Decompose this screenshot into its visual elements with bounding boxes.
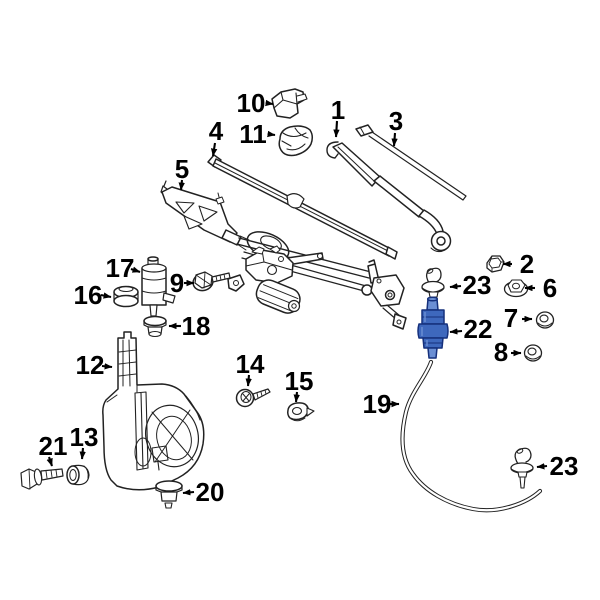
callout-label-20: 20 bbox=[196, 477, 225, 507]
callout-label-5: 5 bbox=[175, 154, 189, 184]
callout-label-13: 13 bbox=[70, 422, 99, 452]
washer-nozzle-bottom bbox=[510, 447, 534, 489]
wiper-blade-refill bbox=[355, 124, 467, 201]
callout-arrow-22 bbox=[449, 328, 463, 335]
callout-label-3: 3 bbox=[389, 106, 403, 136]
callout-label-14: 14 bbox=[236, 349, 265, 379]
callout-label-23a: 23 bbox=[463, 270, 492, 300]
check-valve-highlighted bbox=[417, 296, 449, 359]
flange-nut bbox=[503, 279, 529, 298]
callout-label-1: 1 bbox=[331, 95, 345, 125]
screw-14 bbox=[235, 388, 271, 408]
callout-label-4: 4 bbox=[209, 116, 224, 146]
callout-labels: 1 2 3 4 5 6 7 8 9 10 11 12 13 14 15 16 1… bbox=[39, 88, 579, 507]
wiper-blade bbox=[207, 154, 398, 260]
callout-label-9: 9 bbox=[170, 268, 184, 298]
bolt-21 bbox=[20, 468, 64, 490]
bolt-9 bbox=[192, 271, 231, 292]
callout-arrow-5 bbox=[178, 179, 185, 191]
sealing-washer-8 bbox=[523, 344, 543, 362]
washer-reservoir bbox=[102, 331, 205, 491]
callout-arrow-20 bbox=[182, 489, 195, 496]
callout-arrow-13 bbox=[79, 447, 86, 460]
callout-label-8: 8 bbox=[494, 337, 508, 367]
callout-label-16: 16 bbox=[74, 280, 103, 310]
grommet-18 bbox=[143, 315, 167, 338]
callout-label-23b: 23 bbox=[550, 451, 579, 481]
callout-arrow-16 bbox=[100, 292, 112, 299]
wiper-arm-cap bbox=[271, 88, 308, 119]
callout-arrow-14 bbox=[245, 374, 252, 387]
callout-label-7: 7 bbox=[504, 303, 518, 333]
callout-label-22: 22 bbox=[464, 314, 493, 344]
washer-hose bbox=[400, 359, 543, 513]
callout-arrow-1 bbox=[333, 120, 340, 138]
callout-arrow-21 bbox=[46, 456, 53, 467]
callout-label-17: 17 bbox=[106, 253, 135, 283]
callout-arrows bbox=[46, 99, 548, 496]
callout-label-2: 2 bbox=[520, 249, 534, 279]
wiper-linkage-assembly bbox=[227, 237, 407, 330]
callout-arrow-23a bbox=[449, 283, 462, 290]
callout-label-11: 11 bbox=[239, 119, 267, 149]
callout-arrow-4 bbox=[210, 142, 218, 157]
callout-label-18: 18 bbox=[182, 311, 211, 341]
callout-arrow-23b bbox=[536, 463, 548, 470]
callout-label-6: 6 bbox=[543, 273, 557, 303]
callout-label-19: 19 bbox=[363, 389, 392, 419]
sealing-washer-7 bbox=[535, 311, 555, 329]
callout-arrow-10 bbox=[265, 99, 274, 107]
washer-pump bbox=[141, 256, 176, 317]
callout-label-12: 12 bbox=[76, 350, 105, 380]
callout-arrow-17 bbox=[130, 266, 141, 273]
callout-label-21: 21 bbox=[39, 431, 68, 461]
callout-arrow-15 bbox=[293, 391, 300, 403]
check-valve-highlight-lines bbox=[421, 312, 428, 346]
callout-arrow-12 bbox=[101, 363, 113, 370]
diagram-art bbox=[20, 88, 555, 513]
grommet-13 bbox=[66, 464, 90, 486]
wiper-arm-cover bbox=[278, 125, 314, 157]
wiper-arm-right bbox=[326, 141, 452, 253]
callout-label-15: 15 bbox=[285, 366, 314, 396]
push-clip bbox=[287, 402, 315, 422]
callout-arrow-11 bbox=[267, 130, 276, 138]
grommet-20 bbox=[155, 480, 183, 509]
callout-label-10: 10 bbox=[237, 88, 266, 118]
callout-arrow-3 bbox=[391, 132, 398, 147]
pump-grommet bbox=[113, 285, 139, 308]
